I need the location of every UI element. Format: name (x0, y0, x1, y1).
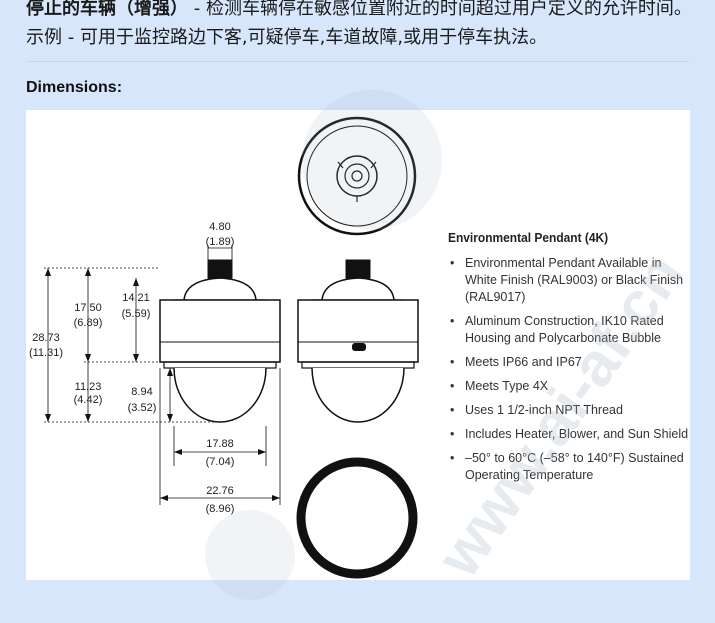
side-view (297, 259, 419, 423)
camera-drawing: 4.80 (1.89) 28.73 (11.31) 17.50 (6.89) 1… (29, 116, 419, 579)
spec-item: Includes Heater, Blower, and Sun Shield (450, 426, 695, 443)
spec-list: Environmental Pendant Available in White… (450, 255, 695, 491)
front-view (159, 259, 281, 423)
intro-text: - 检测车辆停在敏感位置附近的时间超过用户定义的允许时间。示例 - 可用于监控路… (26, 0, 692, 48)
divider (26, 61, 689, 62)
spec-item: Aluminum Construction, IK10 Rated Housin… (450, 313, 695, 347)
dim-dome-width: 17.88 (206, 438, 234, 450)
spec-item: –50° to 60°C (–58° to 140°F) Sustained O… (450, 450, 695, 484)
dim-top-width-in: (1.89) (206, 236, 235, 248)
intro-bold-title: 停止的车辆（增强） (26, 0, 188, 19)
bottom-view (296, 457, 418, 579)
intro-paragraph: 停止的车辆（增强） - 检测车辆停在敏感位置附近的时间超过用户定义的允许时间。示… (26, 0, 706, 52)
spec-item: Uses 1 1/2-inch NPT Thread (450, 402, 695, 419)
dim-housing-width: 22.76 (206, 485, 234, 497)
top-view (297, 116, 417, 236)
dim-lower-height-in: (4.42) (74, 394, 103, 406)
dim-total-height-in: (11.31) (29, 347, 63, 359)
spec-item: Environmental Pendant Available in White… (450, 255, 695, 306)
spec-item: Meets IP66 and IP67 (450, 354, 695, 371)
dim-dome-height-in: (3.52) (128, 402, 157, 414)
dim-lower-height: 11.23 (75, 381, 102, 393)
dim-upper-height-in: (6.89) (74, 317, 103, 329)
dimensions-figure: 4.80 (1.89) 28.73 (11.31) 17.50 (6.89) 1… (26, 110, 690, 580)
dim-total-height: 28.73 (32, 332, 60, 344)
dim-housing-width-in: (8.96) (206, 503, 235, 515)
dim-housing-height-in: (5.59) (122, 308, 151, 320)
dim-upper-height: 17.50 (74, 302, 102, 314)
dim-housing-height: 14.21 (122, 292, 150, 304)
spec-title: Environmental Pendant (4K) (448, 230, 609, 245)
dimension-lines (44, 245, 281, 505)
dim-dome-width-in: (7.04) (206, 456, 235, 468)
spec-item: Meets Type 4X (450, 378, 695, 395)
dimensions-label: Dimensions: (26, 79, 123, 96)
dim-top-width: 4.80 (209, 221, 230, 233)
dim-dome-height: 8.94 (131, 386, 152, 398)
